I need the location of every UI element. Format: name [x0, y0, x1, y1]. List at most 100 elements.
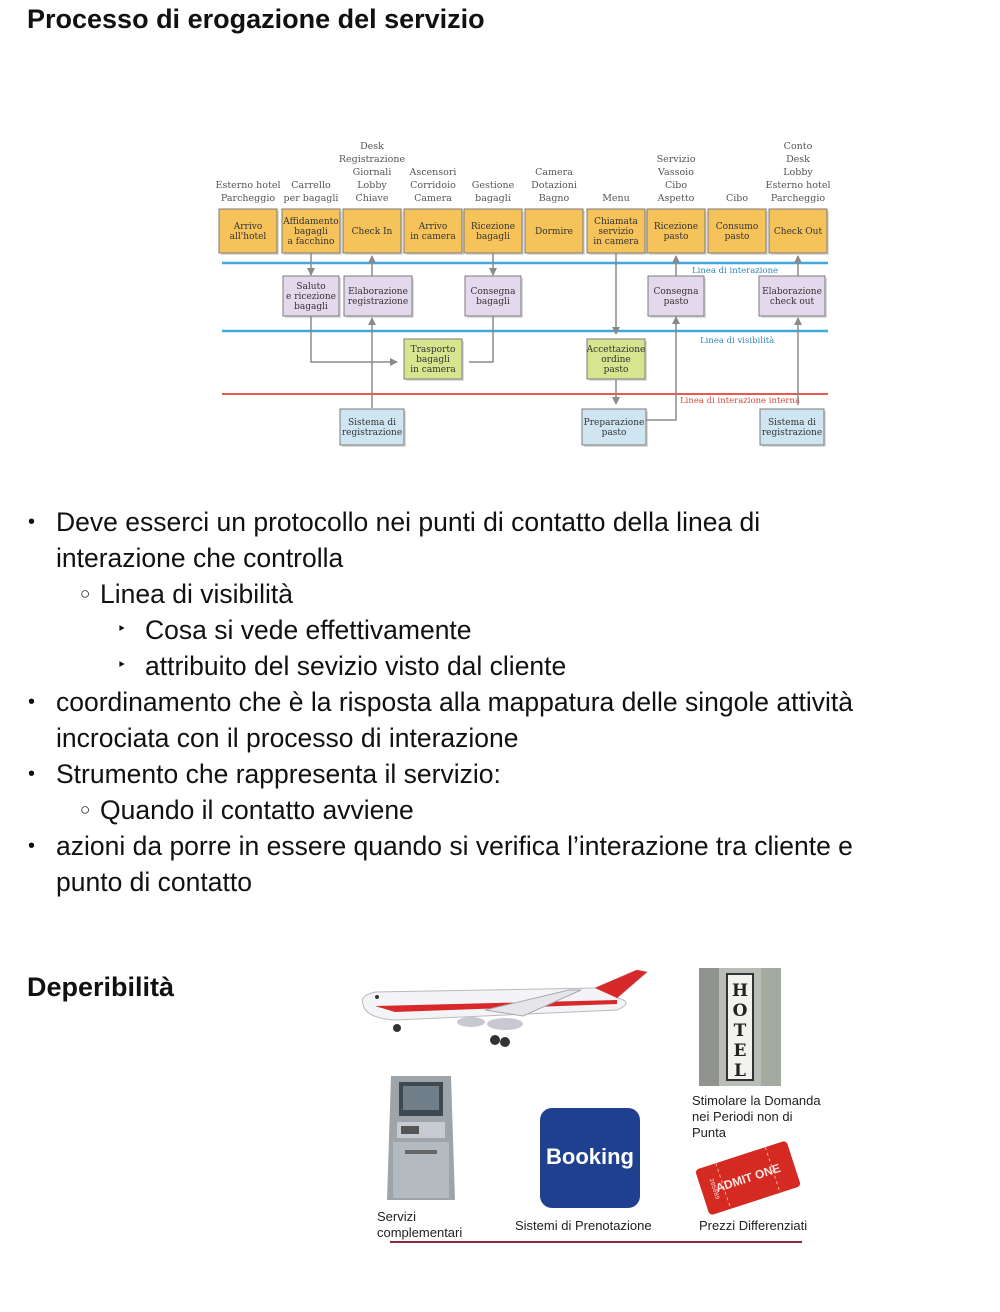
- physical-evidence-label: Aspetto: [657, 193, 695, 204]
- customer-action-box-label: Consumo: [716, 222, 758, 232]
- bullet-marker: ‣: [117, 657, 127, 674]
- visibility-line-label: Linea di visibilità: [700, 335, 774, 346]
- bullet-text: attribuito del sevizio visto dal cliente: [145, 651, 567, 681]
- physical-evidence-label: Bagno: [539, 193, 570, 204]
- physical-evidence-label: Giornali: [353, 167, 392, 178]
- bullet-text: interazione che controlla: [56, 543, 344, 573]
- customer-action-box-label: bagagli: [476, 232, 510, 242]
- bullet-text: Cosa si vede effettivamente: [145, 615, 472, 645]
- physical-evidence-label: Conto: [784, 141, 813, 152]
- section-title-perishability: Deperibilità: [27, 972, 175, 1002]
- backstage-action-box-label: in camera: [410, 365, 456, 375]
- onstage-action-box-label: bagagli: [476, 297, 510, 307]
- backstage-action-box-label: Trasporto: [411, 345, 456, 355]
- backstage-action-box-label: ordine: [601, 355, 630, 365]
- physical-evidence-label: Camera: [414, 193, 452, 204]
- caption-services: Servizi complementari: [377, 1209, 463, 1240]
- support-process-box-label: pasto: [602, 428, 627, 438]
- booking-logo: Booking: [540, 1108, 640, 1208]
- onstage-action-box-label: Elaborazione: [348, 287, 408, 297]
- physical-evidence-label: Registrazione: [339, 154, 406, 165]
- caption-booking: Sistemi di Prenotazione: [515, 1218, 652, 1233]
- physical-evidence-label: Esterno hotel: [216, 180, 281, 191]
- physical-evidence-label: Cibo: [665, 180, 687, 191]
- customer-action-box-label: Ricezione: [471, 222, 515, 232]
- customer-action-box: Check Out: [768, 208, 829, 255]
- section-title-process: Processo di erogazione del servizio: [27, 4, 485, 34]
- caption-underline: [390, 1241, 802, 1243]
- bullet-marker: ○: [80, 584, 91, 603]
- bullet-text: incrociata con il processo di interazion…: [56, 723, 519, 753]
- onstage-action-box-label: registrazione: [348, 297, 408, 307]
- physical-evidence-label: Desk: [360, 141, 384, 152]
- customer-action-box-label: pasto: [725, 232, 750, 242]
- onstage-action-box-label: bagagli: [294, 302, 328, 312]
- flow-connector: [310, 315, 398, 366]
- backstage-action-box-label: Accettazione: [586, 345, 646, 355]
- bullet-text: azioni da porre in essere quando si veri…: [56, 831, 853, 861]
- customer-action-box-label: Affidamento: [282, 217, 338, 227]
- support-process-box-label: Sistema di: [768, 418, 816, 428]
- support-process-box-label: Sistema di: [348, 418, 396, 428]
- customer-action-box: Dormire: [524, 208, 585, 255]
- physical-evidence-label: Servizio: [657, 154, 696, 165]
- physical-evidence-label: Dotazioni: [531, 180, 577, 191]
- bullet-text: coordinamento che è la risposta alla map…: [56, 687, 853, 717]
- customer-action-box-label: bagagli: [294, 227, 328, 237]
- onstage-action-box-label: pasto: [664, 297, 689, 307]
- customer-action-box-label: servizio: [598, 227, 633, 237]
- bullet-marker: •: [28, 691, 36, 713]
- customer-action-box-label: Dormire: [535, 227, 573, 237]
- customer-action-box-label: in camera: [593, 237, 639, 247]
- customer-action-box-label: Arrivo: [418, 222, 448, 232]
- caption-prices: Prezzi Differenziati: [699, 1218, 808, 1233]
- physical-evidence-label: Lobby: [357, 180, 387, 191]
- onstage-action-box-label: check out: [770, 297, 815, 307]
- onstage-action-box-label: Consegna: [471, 287, 517, 297]
- physical-evidence-label: Parcheggio: [771, 193, 825, 204]
- onstage-action-box-label: Elaborazione: [762, 287, 822, 297]
- interaction-line-label: Linea di interazione: [692, 266, 778, 276]
- physical-evidence-label: Menu: [602, 193, 630, 204]
- flow-connector: [645, 316, 680, 421]
- physical-evidence-label: per bagagli: [284, 193, 339, 204]
- customer-action-box-label: in camera: [410, 232, 456, 242]
- physical-evidence-label: Cibo: [726, 193, 748, 204]
- physical-evidence-label: Desk: [786, 154, 810, 165]
- physical-evidence-label: Gestione: [472, 180, 515, 191]
- airplane-image: [361, 969, 649, 1047]
- physical-evidence-label: Carrello: [291, 180, 331, 191]
- physical-evidence-label: Lobby: [783, 167, 813, 178]
- onstage-action-box-label: Saluto: [296, 282, 325, 292]
- customer-action-box: Check In: [342, 208, 403, 255]
- physical-evidence-label: Esterno hotel: [766, 180, 831, 191]
- caption-demand: Stimolare la Domanda nei Periodi non di …: [692, 1093, 821, 1140]
- plane-stripe: [375, 1000, 617, 1012]
- bullet-text: punto di contatto: [56, 867, 252, 897]
- customer-action-box-label: Check In: [352, 227, 393, 237]
- physical-evidence-label: bagagli: [475, 193, 511, 204]
- customer-action-box-label: pasto: [664, 232, 689, 242]
- atm-image: [387, 1076, 455, 1200]
- support-process-box-label: registrazione: [762, 428, 822, 438]
- bullet-marker: •: [28, 835, 36, 857]
- bullet-marker: •: [28, 763, 36, 785]
- customer-action-box-label: a facchino: [288, 237, 335, 247]
- support-process-box-label: registrazione: [342, 428, 402, 438]
- bullet-text: Quando il contatto avviene: [100, 795, 414, 825]
